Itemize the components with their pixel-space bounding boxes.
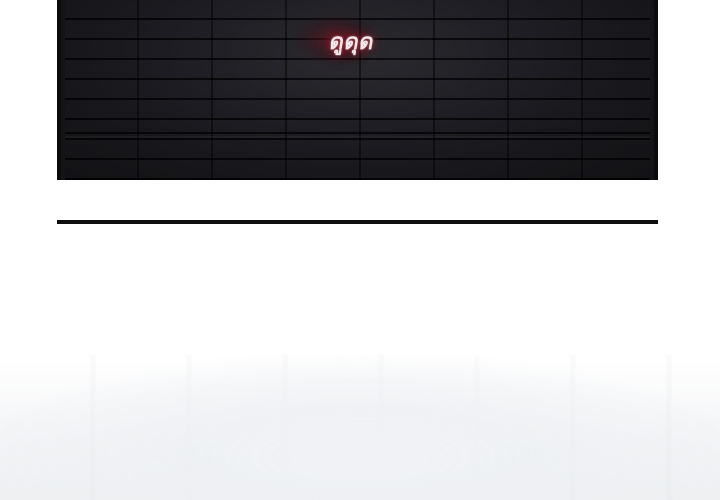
wall-ledge-highlight <box>65 136 650 138</box>
bottom-blur-band <box>0 355 720 500</box>
panel-divider <box>57 220 658 224</box>
sound-effect-text: ดูดุด <box>327 30 377 55</box>
wall-ledge-line <box>65 132 650 134</box>
comic-panel: ดูดุด <box>57 0 658 180</box>
